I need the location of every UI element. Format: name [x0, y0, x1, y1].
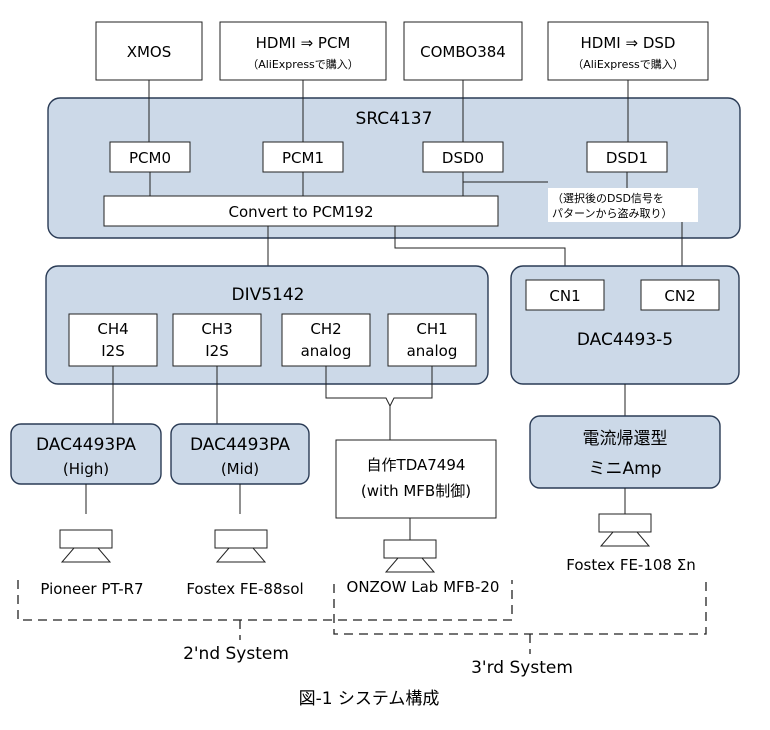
dac4493pa-high-sub: (High)	[63, 460, 109, 478]
speaker-label-fostex108: Fostex FE-108 Σn	[566, 556, 695, 574]
xmos-box	[95, 21, 203, 81]
speaker-icon	[59, 529, 113, 563]
mini-amp-line2: ミニAmp	[589, 459, 662, 479]
ch3-port	[172, 313, 262, 367]
hdmi-dsd-note: （AliExpressで購入）	[572, 57, 684, 71]
xmos-label: XMOS	[127, 43, 172, 61]
dsd0-label: DSD0	[442, 149, 484, 167]
third-system-label: 3'rd System	[471, 658, 573, 678]
hdmi-dsd-box	[547, 21, 709, 81]
pcm0-port	[109, 141, 191, 173]
hdmi-pcm-box	[219, 21, 387, 81]
tda7494-line1: 自作TDA7494	[367, 456, 466, 474]
ch4-label: CH4	[97, 320, 128, 338]
speaker-icon	[598, 513, 652, 547]
cn1-port	[525, 279, 605, 311]
ch4-sub: I2S	[101, 342, 125, 360]
dac4493pa-mid-sub: (Mid)	[221, 460, 259, 478]
hdmi-dsd-label: HDMI ⇒ DSD	[581, 34, 676, 52]
pcm0-label: PCM0	[129, 149, 171, 167]
dsd1-port	[586, 141, 668, 173]
ch3-label: CH3	[201, 320, 232, 338]
dsd0-port	[422, 141, 504, 173]
ch2-label: CH2	[310, 320, 341, 338]
tda7494-line2: (with MFB制御)	[361, 482, 471, 500]
second-system-label: 2'nd System	[183, 644, 289, 664]
combo384-label: COMBO384	[420, 43, 506, 61]
speaker-label-fostex88: Fostex FE-88sol	[186, 580, 303, 598]
cn2-label: CN2	[664, 287, 695, 305]
dac4493-5-title: DAC4493-5	[577, 330, 673, 350]
ch3-sub: I2S	[205, 342, 229, 360]
speaker-icon	[383, 539, 437, 573]
dac4493pa-high-title: DAC4493PA	[36, 435, 136, 455]
tda7494-box	[335, 439, 497, 519]
src4137-title: SRC4137	[356, 109, 433, 129]
hdmi-pcm-label: HDMI ⇒ PCM	[256, 34, 351, 52]
dsd-note-box	[548, 188, 698, 222]
ch4-port	[68, 313, 158, 367]
dsd-note-line1: （選択後のDSD信号を	[552, 191, 664, 205]
dsd-note-line2: パターンから盗み取り）	[552, 207, 672, 220]
convert-box	[103, 195, 499, 227]
figure-caption: 図-1 システム構成	[299, 689, 440, 709]
hdmi-pcm-note: （AliExpressで購入）	[247, 57, 359, 71]
ch2-port	[281, 313, 371, 367]
div5142-title: DIV5142	[232, 285, 305, 305]
pcm1-port	[262, 141, 344, 173]
speaker-label-pioneer: Pioneer PT-R7	[40, 580, 143, 598]
speaker-icon	[214, 529, 268, 563]
ch1-sub: analog	[407, 342, 458, 360]
mini-amp-line1: 電流帰還型	[583, 429, 668, 449]
cn1-label: CN1	[549, 287, 580, 305]
speaker-label-onzow: ONZOW Lab MFB-20	[347, 578, 500, 596]
pcm1-label: PCM1	[282, 149, 324, 167]
cn2-port	[640, 279, 720, 311]
combo384-box	[403, 21, 523, 81]
ch2-sub: analog	[301, 342, 352, 360]
ch1-label: CH1	[416, 320, 447, 338]
convert-label: Convert to PCM192	[229, 203, 374, 221]
second-system-bracket	[17, 580, 513, 621]
dsd1-label: DSD1	[606, 149, 648, 167]
ch1-port	[387, 313, 477, 367]
dac4493pa-mid-title: DAC4493PA	[190, 435, 290, 455]
